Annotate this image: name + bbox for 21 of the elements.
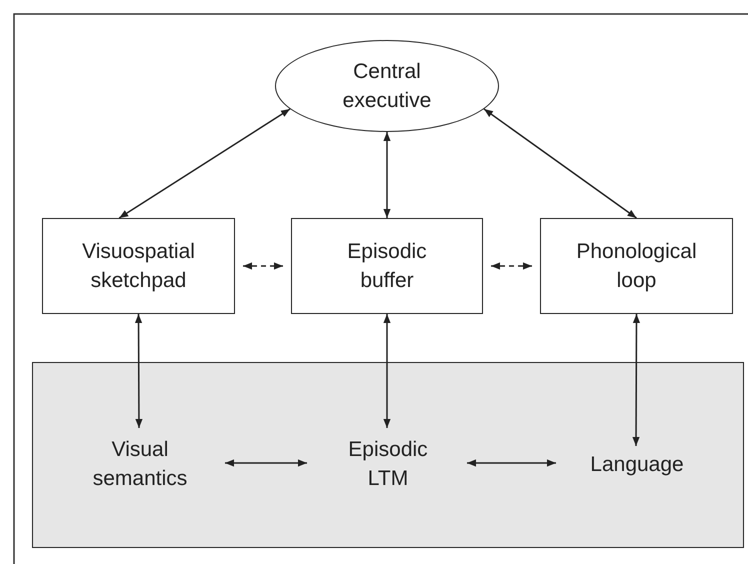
process-box: [291, 218, 483, 314]
node-label: Episodic LTM: [347, 437, 429, 492]
arrow: [225, 459, 307, 467]
box-label: Episodic buffer: [346, 239, 428, 294]
process-box: [42, 218, 235, 314]
arrow: [467, 459, 556, 467]
arrow: [491, 262, 532, 270]
process-box: [540, 218, 733, 314]
arrow: [383, 132, 391, 218]
arrow: [118, 108, 290, 219]
node-label: Language: [590, 452, 684, 478]
box-label: Phonological loop: [575, 239, 698, 294]
arrow: [632, 314, 640, 446]
box-label: Visuospatial sketchpad: [81, 239, 196, 294]
shaded-panel: [32, 362, 744, 548]
arrow: [243, 262, 283, 270]
arrow: [484, 108, 637, 219]
node-label: Visual semantics: [92, 437, 188, 492]
arrow: [383, 314, 391, 428]
arrow: [134, 314, 143, 428]
box-label: Central executive: [342, 59, 432, 114]
